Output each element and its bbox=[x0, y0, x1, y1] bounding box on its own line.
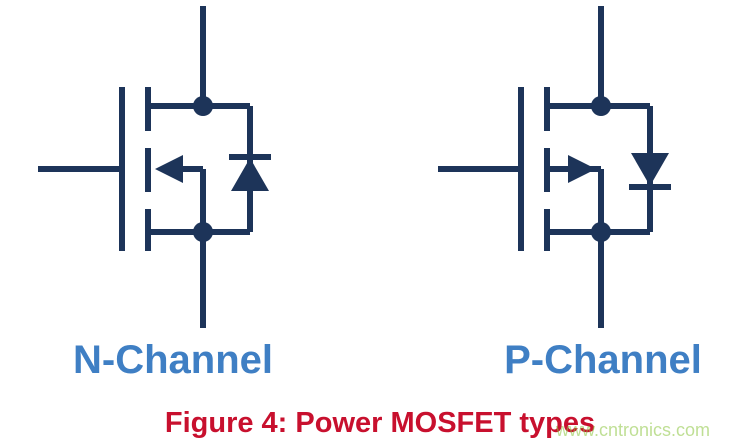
body-diode-triangle bbox=[631, 153, 669, 186]
source-junction-dot bbox=[193, 222, 213, 242]
source-junction-dot bbox=[591, 222, 611, 242]
n-channel-label: N-Channel bbox=[73, 338, 273, 382]
body-arrow bbox=[155, 155, 183, 183]
p-channel-label: P-Channel bbox=[504, 338, 702, 382]
n-channel-mosfet-symbol bbox=[38, 6, 271, 328]
drain-junction-dot bbox=[591, 96, 611, 116]
body-arrow bbox=[568, 155, 596, 183]
watermark-text: www.cntronics.com bbox=[556, 420, 711, 440]
p-channel-mosfet-symbol bbox=[438, 6, 671, 328]
drain-junction-dot bbox=[193, 96, 213, 116]
figure-caption: Figure 4: Power MOSFET types bbox=[164, 407, 596, 439]
body-diode-triangle bbox=[231, 158, 269, 191]
